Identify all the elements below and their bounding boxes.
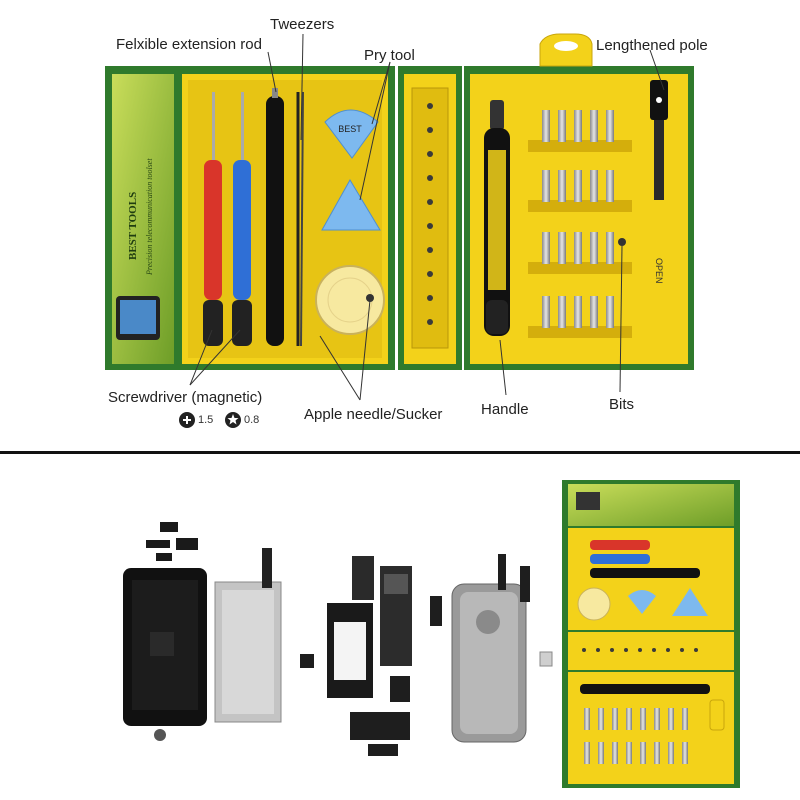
pry-tool-top: BEST (324, 109, 379, 159)
screwdriver-red (203, 92, 223, 346)
logic-board (352, 556, 412, 666)
label-size-phillips: 1.5 (198, 414, 214, 426)
tagline-text: Precision telecommunication toolset (145, 158, 154, 276)
display-shield-plate (214, 548, 282, 723)
toolkit-case-small (562, 480, 740, 788)
screwdriver-blue (232, 92, 252, 346)
open-indicator: OPEN (654, 258, 664, 284)
pry-logo-text: BEST (338, 124, 362, 134)
label-bits: Bits (609, 396, 635, 413)
brand-text: BEST TOOLS (127, 192, 139, 260)
label-tweezers: Tweezers (270, 16, 335, 33)
phillips-size-icon (179, 412, 195, 428)
label-screwdriver: Screwdriver (magnetic) (108, 389, 263, 406)
tweezers (296, 91, 304, 347)
open-text: OPEN (654, 258, 664, 284)
extension-rod (266, 88, 284, 346)
toolkit-case-open: BEST (105, 33, 694, 370)
flex-cables-right (498, 554, 530, 602)
label-handle: Handle (481, 401, 529, 418)
phone-front-display (123, 568, 207, 726)
phone-back-housing (451, 583, 527, 743)
screw-slots (427, 103, 433, 325)
star-size-icon (225, 412, 241, 428)
label-size-star: 0.8 (244, 414, 260, 426)
small-flex-parts (146, 522, 198, 741)
label-pry-tool: Pry tool (364, 47, 415, 64)
sucker (315, 265, 385, 335)
phone-picture (116, 296, 160, 340)
callout-lines (189, 33, 665, 401)
sim-tray (539, 651, 553, 667)
label-needle-sucker: Apple needle/Sucker (304, 406, 443, 423)
label-lengthened-pole: Lengthened pole (596, 37, 708, 54)
section-divider (0, 451, 800, 454)
label-extension-rod: Felxible extension rod (116, 36, 262, 53)
internal-components (300, 596, 442, 756)
battery (327, 603, 373, 698)
screwdriver-handle (484, 100, 510, 336)
pry-tool-bottom (321, 179, 381, 231)
bits-grid (528, 110, 632, 338)
